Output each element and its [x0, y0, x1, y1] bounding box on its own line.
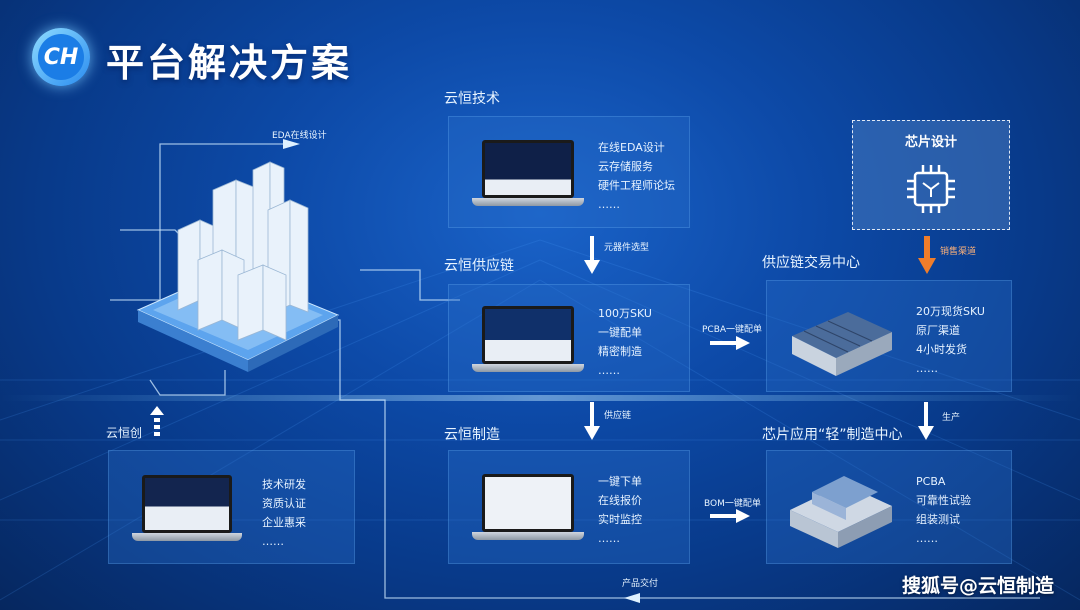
supply-feature-list: 100万SKU 一键配单 精密制造 ……: [598, 304, 652, 380]
section-title-manufacture: 云恒制造: [444, 427, 500, 443]
section-title-light-center: 芯片应用“轻”制造中心: [762, 427, 903, 443]
pcba-one-click-label: PCBA一键配单: [702, 325, 763, 335]
manufacture-feature-list: 一键下单 在线报价 实时监控 ……: [598, 472, 642, 548]
arrow-down-icon: [584, 236, 600, 274]
feature-item: 实时监控: [598, 513, 642, 526]
arrow-down-icon: [918, 236, 936, 274]
yunheng-chuang-label: 云恒创: [106, 426, 143, 440]
product-delivery-label: 产品交付: [622, 579, 659, 589]
feature-item: 4小时发货: [916, 343, 967, 356]
tech-feature-list: 在线EDA设计 云存储服务 硬件工程师论坛 ……: [598, 138, 675, 214]
logo-text: CH: [38, 34, 84, 80]
sales-channel-label: 销售渠道: [940, 247, 977, 257]
component-selection-label: 元器件选型: [604, 243, 650, 253]
watermark-text: 搜狐号@云恒制造: [901, 575, 1054, 597]
feature-item: 组装测试: [916, 513, 960, 526]
section-title-supply: 云恒供应链: [444, 258, 514, 274]
laptop-manufacture: [472, 474, 584, 540]
supply-chain-label: 供应链: [604, 411, 632, 421]
arrow-up-icon: [150, 406, 164, 436]
laptop-supply: [472, 306, 584, 372]
feature-item: ……: [598, 532, 620, 545]
section-title-trade-center: 供应链交易中心: [762, 255, 860, 271]
trade-center-feature-list: 20万现货SKU 原厂渠道 4小时发货 ……: [916, 302, 985, 378]
feature-item: 在线EDA设计: [598, 141, 665, 154]
feature-item: ……: [262, 535, 284, 548]
chip-design-box: 芯片设计: [852, 120, 1010, 230]
section-title-tech: 云恒技术: [444, 91, 500, 107]
feature-item: ……: [598, 364, 620, 377]
feature-item: 技术研发: [262, 478, 306, 491]
factory-illustration: [790, 476, 892, 548]
bom-one-click-label: BOM一键配单: [704, 499, 761, 509]
feature-item: 资质认证: [262, 497, 306, 510]
chip-icon: [907, 165, 955, 213]
feature-item: 硬件工程师论坛: [598, 179, 675, 192]
feature-item: ……: [598, 198, 620, 211]
arrow-down-icon: [584, 402, 600, 440]
arrow-right-icon: [710, 336, 750, 350]
feature-item: 在线报价: [598, 494, 642, 507]
laptop-chuang: [132, 475, 242, 541]
feature-item: PCBA: [916, 475, 946, 488]
light-center-feature-list: PCBA 可靠性试验 组装测试 ……: [916, 472, 971, 548]
warehouse-illustration: [792, 312, 892, 376]
feature-item: ……: [916, 362, 938, 375]
arrow-down-icon: [918, 402, 934, 440]
feature-item: ……: [916, 532, 938, 545]
chuang-feature-list: 技术研发 资质认证 企业惠采 ……: [262, 475, 306, 551]
brand-logo: CH: [32, 28, 90, 86]
feature-item: 100万SKU: [598, 307, 652, 320]
page-title: 平台解决方案: [106, 41, 353, 85]
feature-item: 精密制造: [598, 345, 642, 358]
city-chip-illustration: [136, 161, 340, 372]
laptop-tech: [472, 140, 584, 206]
feature-item: 企业惠采: [262, 516, 306, 529]
eda-online-label: EDA在线设计: [272, 131, 327, 141]
arrow-right-icon: [710, 509, 750, 523]
chip-design-title: 芯片设计: [904, 135, 957, 150]
feature-item: 原厂渠道: [916, 324, 960, 337]
feature-item: 20万现货SKU: [916, 305, 985, 318]
production-label: 生产: [942, 413, 961, 423]
feature-item: 可靠性试验: [916, 494, 971, 507]
feature-item: 一键配单: [598, 326, 642, 339]
feature-item: 一键下单: [598, 475, 642, 488]
feature-item: 云存储服务: [598, 160, 653, 173]
